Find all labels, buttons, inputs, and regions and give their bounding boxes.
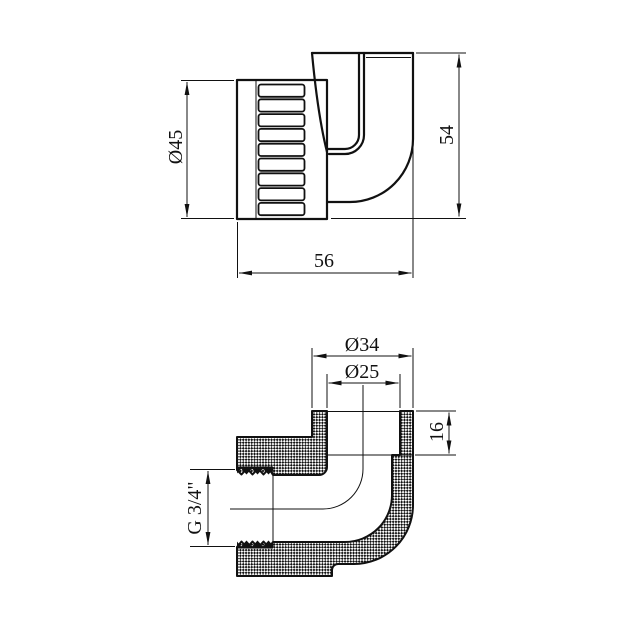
section-wall-lower — [236, 410, 414, 577]
extension-lines — [415, 410, 456, 456]
extension-lines — [326, 374, 401, 408]
extension-lines — [190, 469, 235, 547]
dimension-bore-diameter: Ø25 — [326, 361, 401, 408]
thread-teeth-upper — [237, 466, 273, 475]
dim-label-overall-height: 54 — [436, 125, 458, 145]
extension-lines — [311, 348, 414, 408]
top-view: Ø45 54 56 — [165, 51, 466, 278]
socket-rib — [257, 127, 306, 143]
extension-lines — [181, 80, 234, 219]
dimension-socket-depth: 16 — [415, 410, 456, 456]
dimension-overall-width: 56 — [237, 142, 414, 278]
socket-rib — [257, 201, 306, 217]
section-view: Ø34 Ø25 16 G 3/4" — [184, 334, 456, 577]
socket-rib — [257, 172, 306, 187]
dim-label-socket-diameter: Ø45 — [165, 130, 187, 164]
dimension-outer-diameter: Ø34 — [311, 334, 414, 408]
extension-lines — [237, 142, 414, 278]
dimension-socket-diameter: Ø45 — [165, 80, 234, 219]
socket-rib — [257, 187, 306, 202]
bend-centerline — [230, 385, 364, 510]
dim-label-bore-diameter: Ø25 — [345, 361, 379, 383]
socket-rib — [257, 157, 306, 172]
dim-label-thread-size: G 3/4" — [184, 481, 206, 534]
socket-rib — [257, 98, 306, 113]
dim-label-outer-diameter: Ø34 — [345, 334, 379, 356]
extension-lines — [331, 52, 466, 219]
socket-outline — [235, 78, 329, 221]
section-wall-upper — [236, 410, 328, 476]
socket-rib — [257, 142, 306, 157]
socket-rib — [257, 113, 306, 128]
elbow-left-silhouette — [310, 51, 329, 154]
dimension-overall-height: 54 — [331, 52, 466, 219]
dim-label-socket-depth: 16 — [426, 422, 448, 442]
elbow-outer-curve — [325, 51, 415, 204]
elbow-inner-edge-inner — [327, 51, 366, 156]
socket-ribs — [257, 83, 306, 217]
socket-rib — [257, 83, 306, 98]
thread-teeth-lower — [237, 540, 273, 549]
dimension-thread-size: G 3/4" — [184, 469, 235, 547]
elbow-inner-edge-outer — [326, 51, 361, 151]
dim-label-overall-width: 56 — [314, 250, 334, 272]
